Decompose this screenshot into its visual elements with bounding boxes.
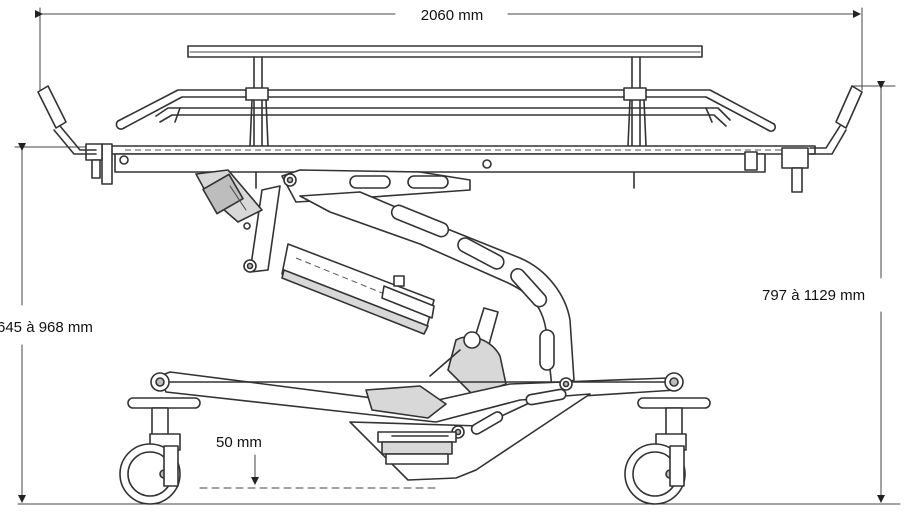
side-rails — [115, 89, 777, 133]
dimension-ground-clearance: 50 mm — [199, 434, 441, 489]
scissor-arm-main — [299, 191, 575, 389]
dimension-length: 2060 mm — [35, 7, 863, 91]
vertical-link — [243, 185, 281, 273]
top-platform — [187, 45, 703, 58]
length-label: 2060 mm — [421, 7, 484, 24]
caster-right — [624, 372, 711, 505]
dimension-overall-height: 797 à 1129 mm — [762, 81, 896, 503]
actuator-motor — [195, 169, 263, 223]
end-handle-left — [37, 85, 97, 155]
platform-height-label: 645 à 968 mm — [0, 319, 93, 336]
base-frame — [159, 371, 677, 481]
end-handle-right — [809, 85, 863, 155]
caster-left — [119, 372, 201, 505]
overall-height-label: 797 à 1129 mm — [762, 287, 865, 304]
battery-box — [281, 243, 435, 335]
main-frame — [85, 143, 816, 193]
dimension-platform-height: 645 à 968 mm — [0, 143, 96, 503]
ground-clearance-label: 50 mm — [216, 434, 262, 451]
